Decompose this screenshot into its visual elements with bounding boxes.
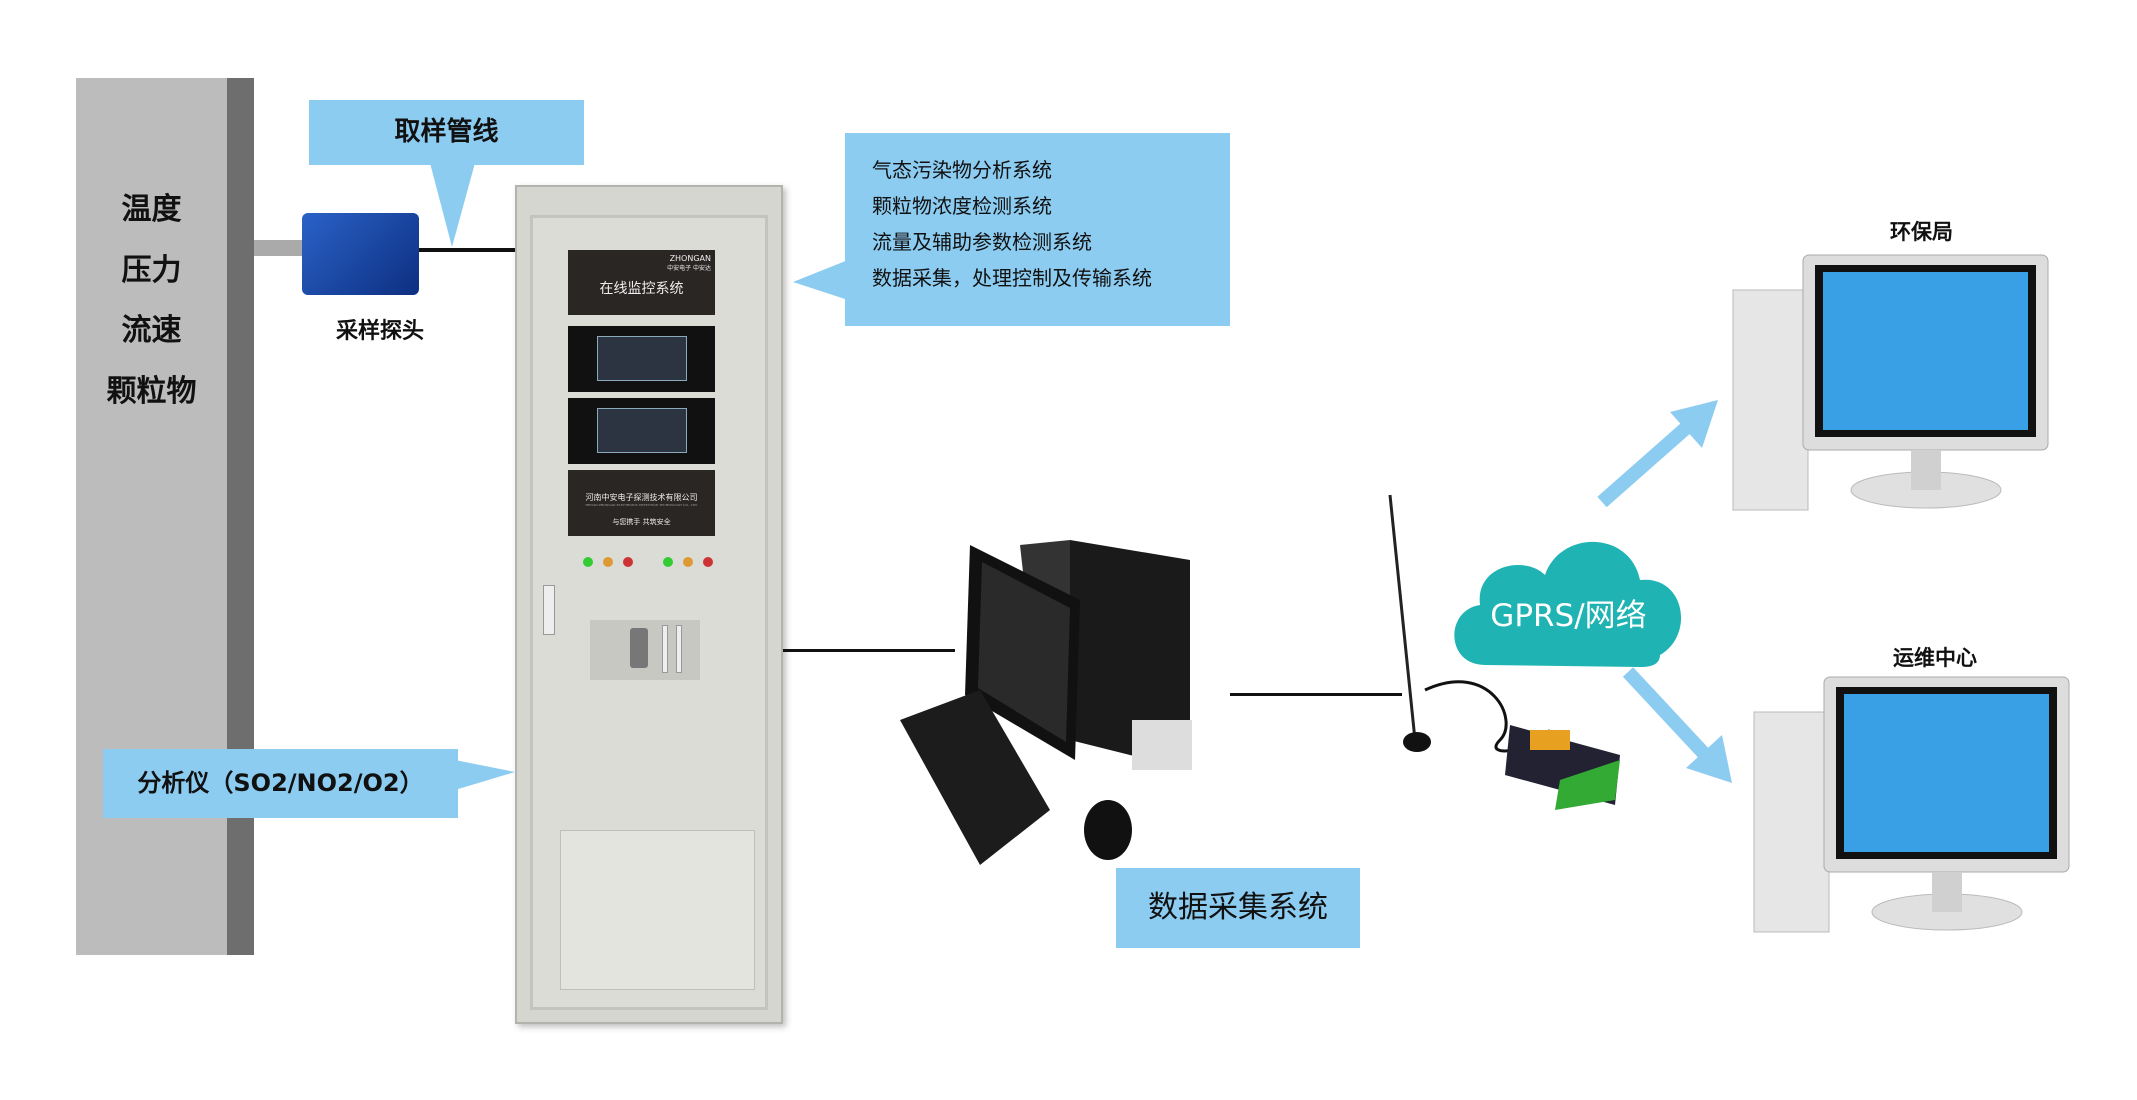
lcd-screen (596, 408, 687, 453)
network-cloud (1454, 541, 1682, 667)
arrows (1597, 400, 1732, 783)
cloud-label: GPRS/网络 (1490, 598, 1647, 634)
display-panel-2 (568, 398, 715, 464)
systems-callout (793, 133, 1230, 326)
cabinet-to-pc-line (783, 649, 955, 652)
flowmeter (662, 625, 668, 673)
cabinet-brand: ZHONGAN (669, 254, 711, 263)
mouse (1084, 800, 1132, 860)
cabinet-glass-window (560, 830, 755, 990)
indicator-light (683, 557, 693, 567)
door-handle (543, 585, 555, 635)
keyboard (900, 690, 1050, 865)
company-name-en: HENAN ZHONGAN ELECTRONIC DETECTION TECHN… (585, 503, 698, 507)
lcd-screen (596, 336, 687, 381)
endpoint-computer-epa (1732, 254, 2049, 511)
pressure-regulator (630, 628, 648, 668)
analyzer-callout (103, 749, 515, 818)
probe-mount (254, 240, 306, 256)
pc-tower (1070, 540, 1190, 770)
indicator-light (583, 557, 593, 567)
arrow-down-icon (1622, 667, 1732, 783)
endpoint-label-ops: 运维中心 (1893, 646, 1977, 670)
wall-label-pressure: 压力 (121, 253, 182, 288)
company-panel: 河南中安电子探测技术有限公司 HENAN ZHONGAN ELECTRONIC … (568, 470, 715, 536)
system-item: 气态污染物分析系统 (872, 158, 1052, 182)
system-item: 流量及辅助参数检测系统 (872, 230, 1092, 254)
company-name: 河南中安电子探测技术有限公司 (585, 493, 698, 502)
company-slogan: 与您携手 共筑安全 (612, 518, 671, 526)
flowmeter (676, 625, 682, 673)
sampling-line-callout (309, 100, 584, 247)
sampling-line-label: 取样管线 (394, 117, 499, 147)
sampling-probe (302, 213, 419, 295)
wall-label-flow: 流速 (121, 313, 182, 348)
cabinet-title: 在线监控系统 (599, 281, 684, 297)
indicator-light (663, 557, 673, 567)
data-acquisition-computer (900, 540, 1192, 865)
flowmeter-panel (590, 620, 700, 680)
endpoint-computer-ops (1753, 676, 2070, 933)
sampling-pipe (419, 248, 515, 252)
pc-to-router-line (1230, 693, 1402, 696)
cabinet-title-panel: ZHONGAN 中安电子 中安达 在线监控系统 (568, 250, 715, 315)
system-item: 数据采集，处理控制及传输系统 (872, 266, 1152, 290)
gprs-router (1388, 494, 1620, 810)
wall-label-particulate: 颗粒物 (106, 374, 197, 409)
indicator-light (603, 557, 613, 567)
cabinet-brand-sub: 中安电子 中安达 (667, 265, 711, 272)
indicator-light (623, 557, 633, 567)
wall-label-temperature: 温度 (121, 192, 182, 227)
probe-label: 采样探头 (336, 319, 425, 344)
indicator-light (703, 557, 713, 567)
arrow-up-icon (1597, 400, 1718, 508)
pc-tower (1753, 711, 1830, 933)
system-item: 颗粒物浓度检测系统 (872, 194, 1052, 218)
endpoint-label-epa: 环保局 (1890, 220, 1953, 244)
antenna (1388, 494, 1417, 741)
systems-list: 气态污染物分析系统 颗粒物浓度检测系统 流量及辅助参数检测系统 数据采集，处理控… (872, 152, 1152, 296)
display-panel-1 (568, 326, 715, 392)
pc-tower (1732, 289, 1809, 511)
data-acquisition-label: 数据采集系统 (1116, 868, 1360, 948)
analyzer-label: 分析仪（SO2/NO2/O2） (137, 769, 424, 797)
